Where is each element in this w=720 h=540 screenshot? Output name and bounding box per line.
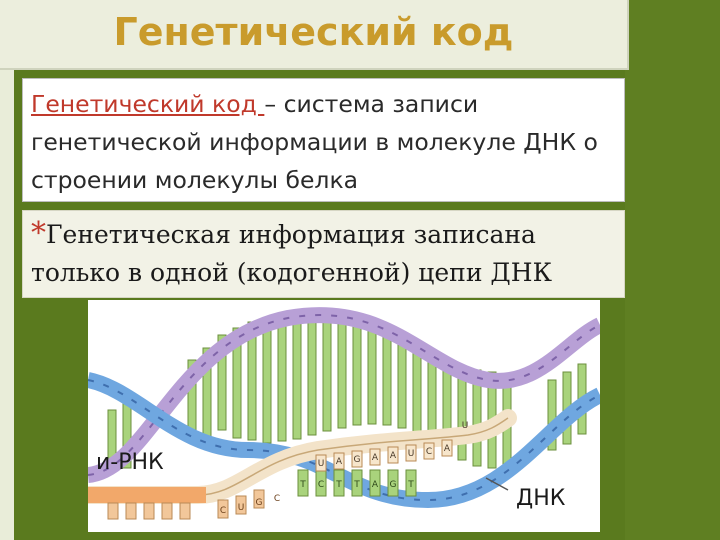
slide-title: Генетический код [113,10,514,54]
mrna-codon-rungs [315,439,453,472]
dna-base-letter: G [390,480,397,490]
dna-base-letter: T [407,480,414,490]
note-text: Генетическая информация записана только … [31,220,552,287]
mrna-base-letter: G [354,455,361,465]
title-box: Генетический код [0,0,629,70]
mrna-tail-rungs [107,489,265,520]
definition-box: Генетический код – система записи генети… [22,78,625,202]
definition-text: – система записи генетической информации… [31,90,598,194]
mrna-label: и-РНК [96,450,164,475]
dna-label-pointer [485,477,509,491]
dna-lower-rungs [297,469,417,497]
dna-label: ДНК [516,486,566,511]
dna-base-letter: T [335,480,342,490]
mrna-base-letter: A [336,457,343,467]
mrna-tail-letter: C [274,494,280,504]
dna-base-letter: A [372,480,379,490]
note-bullet: * [31,216,46,251]
definition-term: Генетический код [31,90,265,118]
mrna-base-letter: C [426,447,432,457]
mrna-base-letter: U [462,421,469,431]
dna-base-letter: C [318,480,324,490]
mrna-base-letter: A [444,444,451,454]
mrna-base-letter: A [390,451,397,461]
slide-left-band [0,60,14,540]
mrna-tail-letter: G [256,498,263,508]
dna-base-letter: T [353,480,360,490]
mrna-base-letter: A [372,453,379,463]
mrna-tail [88,487,206,503]
mrna-tail-letter: U [238,503,245,513]
slide-right-band [625,0,720,540]
mrna-tail-letter: C [220,506,226,516]
mrna-base-letter: U [318,459,325,469]
mrna-base-letter: U [408,449,415,459]
dna-base-letter: T [299,480,306,490]
note-box: *Генетическая информация записана только… [22,210,625,298]
